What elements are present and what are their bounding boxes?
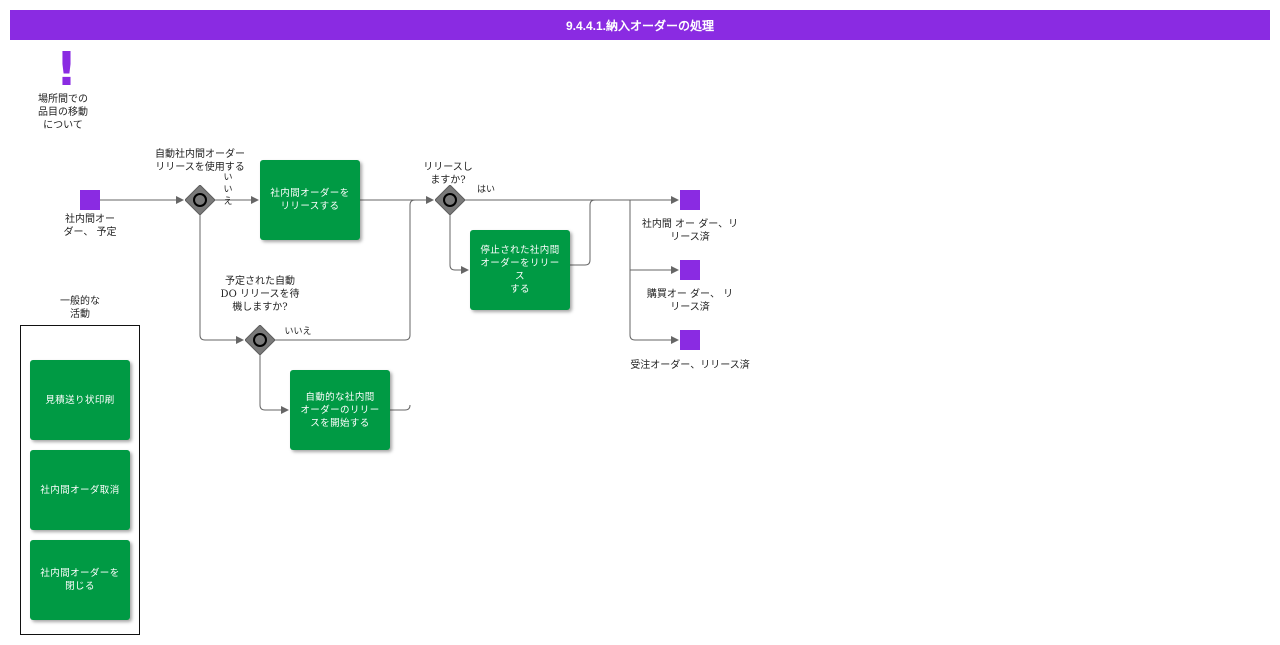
connector-stopped-task-to-ends (570, 199, 596, 266)
gateway-wait-release[interactable] (245, 325, 275, 355)
gateway-auto-release[interactable] (185, 185, 215, 215)
end-event-purchase-released-label: 購買オー ダー、 リ リース済 (646, 289, 734, 313)
end-event-internal-released[interactable] (680, 190, 700, 210)
gateway-release-question: リリースし ますか? (423, 162, 473, 186)
gateway-wait-release-question: 予定された自動 DO リリースを待 機しますか? (220, 276, 300, 313)
exclamation-icon: ! (56, 42, 77, 96)
gateway-wait-release-no-label: いいえ (284, 327, 312, 337)
diagram-title: 9.4.4.1.納入オーダーの処理 (10, 10, 1270, 40)
end-event-purchase-released[interactable] (680, 260, 700, 280)
general-task-close-internal-order[interactable]: 社内間オーダーを 閉じる (30, 540, 130, 620)
start-event-label: 社内間オー ダー、 予定 (63, 214, 117, 238)
task-release-stopped-order[interactable]: 停止された社内間 オーダーをリリース する (470, 230, 570, 310)
start-event[interactable] (80, 190, 100, 210)
task-start-auto-release[interactable]: 自動的な社内間 オーダーのリリー スを開始する (290, 370, 390, 450)
general-task-quote-invoice-print[interactable]: 見積送り状印刷 (30, 360, 130, 440)
gateway-auto-release-no-label: い い え (223, 173, 233, 207)
gateway-release[interactable] (435, 185, 465, 215)
end-event-sales-released[interactable] (680, 330, 700, 350)
end-event-internal-released-label: 社内間 オー ダー、リ リース済 (641, 219, 739, 243)
general-task-cancel-internal-order[interactable]: 社内間オーダ取消 (30, 450, 130, 530)
task-release-internal-order[interactable]: 社内間オーダーを リリースする (260, 160, 360, 240)
connector-gateway2-to-auto-task (259, 355, 289, 414)
connector-gateway3-to-stopped-task (449, 215, 469, 274)
gateway-auto-release-question: 自動社内間オーダー リリースを使用する (155, 149, 245, 173)
end-event-sales-released-label: 受注オーダー、リリース済 (630, 360, 750, 371)
connector-gateway1-to-gateway2 (199, 215, 244, 344)
connector-gateway2-no (275, 199, 416, 341)
note-text: 場所間での 品目の移動 について (38, 94, 88, 131)
connector-auto-task-to-merge (390, 404, 411, 411)
gateway-release-yes-label: はい (476, 185, 495, 195)
connector-to-sales-end (629, 270, 679, 344)
general-activities-group (20, 325, 140, 635)
general-group-title: 一般的な 活動 (60, 296, 100, 320)
